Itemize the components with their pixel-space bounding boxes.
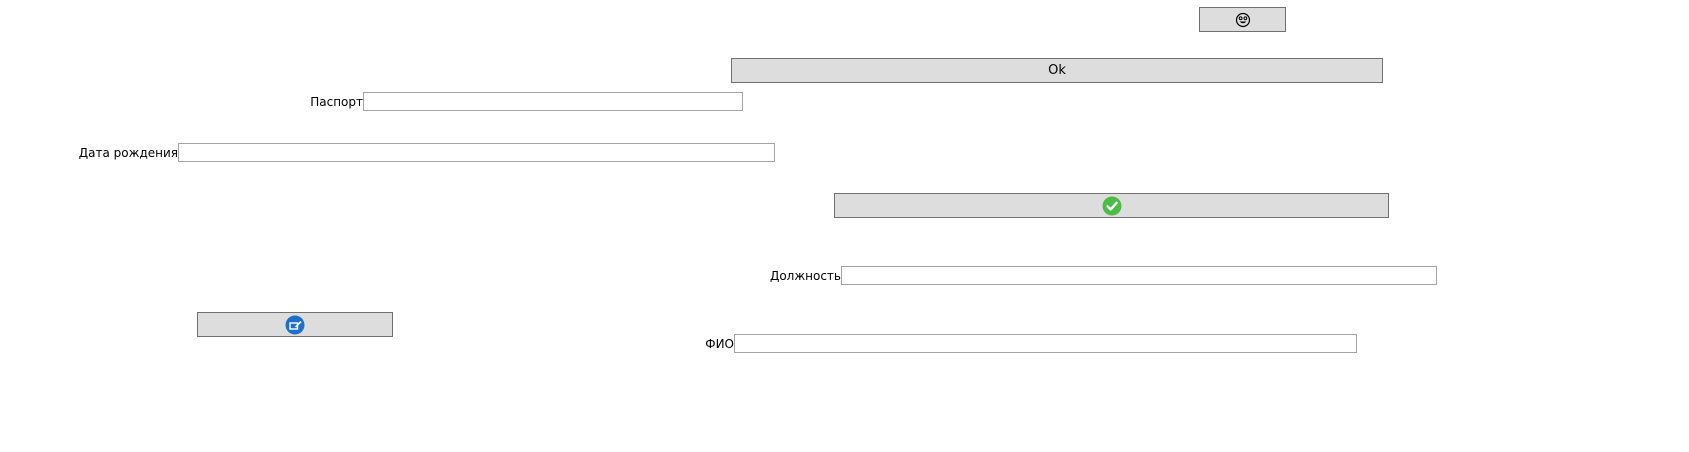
smiley-button[interactable] bbox=[1199, 7, 1286, 32]
passport-label: Паспорт bbox=[310, 95, 363, 109]
passport-input[interactable] bbox=[363, 92, 743, 111]
blue-edit-icon bbox=[285, 315, 305, 334]
position-label: Должность bbox=[769, 269, 841, 283]
edit-button[interactable] bbox=[197, 312, 393, 337]
ok-button[interactable]: Ok bbox=[731, 58, 1383, 83]
confirm-button[interactable] bbox=[834, 193, 1389, 218]
birth-date-label: Дата рождения bbox=[78, 146, 178, 160]
fio-label: ФИО bbox=[705, 337, 734, 351]
fio-input[interactable] bbox=[734, 334, 1357, 353]
birth-date-input[interactable] bbox=[178, 143, 775, 162]
smiley-face-icon bbox=[1235, 12, 1250, 27]
ok-button-label: Ok bbox=[1048, 63, 1066, 78]
green-check-icon bbox=[1102, 196, 1121, 215]
position-input[interactable] bbox=[841, 266, 1437, 285]
